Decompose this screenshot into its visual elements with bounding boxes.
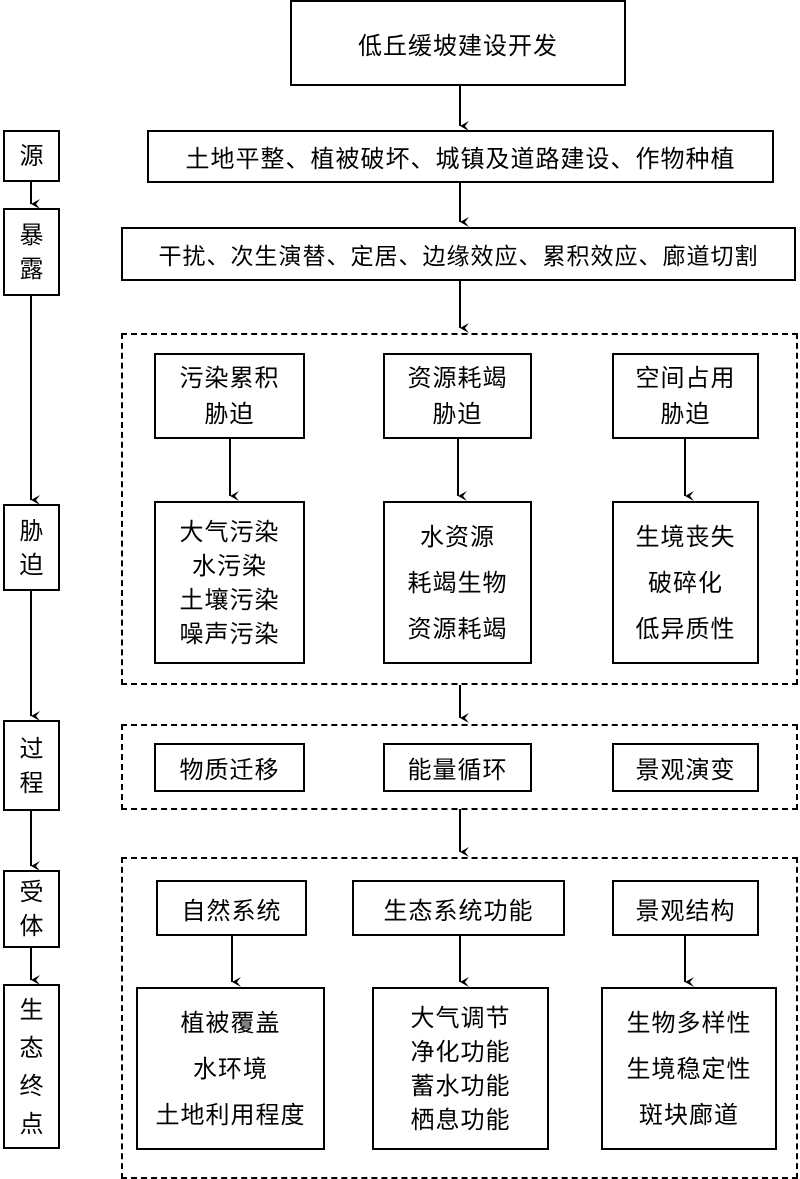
left-label-endpoint: 生 态 终 点 xyxy=(3,984,60,1149)
receptor-items-natural: 植被覆盖 水环境 土地利用程度 xyxy=(136,987,325,1150)
left-label-exposure: 暴 露 xyxy=(3,208,60,296)
exposure-box: 干扰、次生演替、定居、边缘效应、累积效应、廊道切割 xyxy=(121,227,796,281)
source-label: 土地平整、植被破坏、城镇及道路建设、作物种植 xyxy=(185,145,736,173)
process-energy: 能量循环 xyxy=(383,743,532,792)
source-box: 土地平整、植被破坏、城镇及道路建设、作物种植 xyxy=(147,130,774,183)
process-group xyxy=(121,724,798,810)
stress-head-resource: 资源耗竭 胁迫 xyxy=(383,353,532,439)
stress-items-space: 生境丧失 破碎化 低异质性 xyxy=(612,501,759,664)
receptor-head-natural: 自然系统 xyxy=(156,880,307,936)
left-label-process: 过 程 xyxy=(3,720,60,811)
exposure-label: 干扰、次生演替、定居、边缘效应、累积效应、廊道切割 xyxy=(158,244,759,270)
left-label-stress: 胁 迫 xyxy=(3,504,60,591)
stress-group xyxy=(121,333,798,685)
process-landscape: 景观演变 xyxy=(612,743,759,792)
stress-head-space: 空间占用 胁迫 xyxy=(612,353,759,439)
receptor-items-structure: 生物多样性 生境稳定性 斑块廊道 xyxy=(601,987,777,1150)
stress-head-pollution: 污染累积 胁迫 xyxy=(154,353,305,439)
top-label: 低丘缓坡建设开发 xyxy=(358,31,558,60)
receptor-items-function: 大气调节 净化功能 蓄水功能 栖息功能 xyxy=(372,987,549,1150)
process-material: 物质迁移 xyxy=(154,743,305,792)
top-box: 低丘缓坡建设开发 xyxy=(290,0,626,86)
receptor-head-structure: 景观结构 xyxy=(612,880,759,936)
stress-items-pollution: 大气污染 水污染 土壤污染 噪声污染 xyxy=(154,501,305,664)
stress-items-resource: 水资源 耗竭生物 资源耗竭 xyxy=(383,501,532,664)
receptor-group xyxy=(121,857,798,1179)
left-label-receptor: 受 体 xyxy=(3,870,60,948)
receptor-head-function: 生态系统功能 xyxy=(352,880,565,936)
left-label-source: 源 xyxy=(3,130,60,182)
